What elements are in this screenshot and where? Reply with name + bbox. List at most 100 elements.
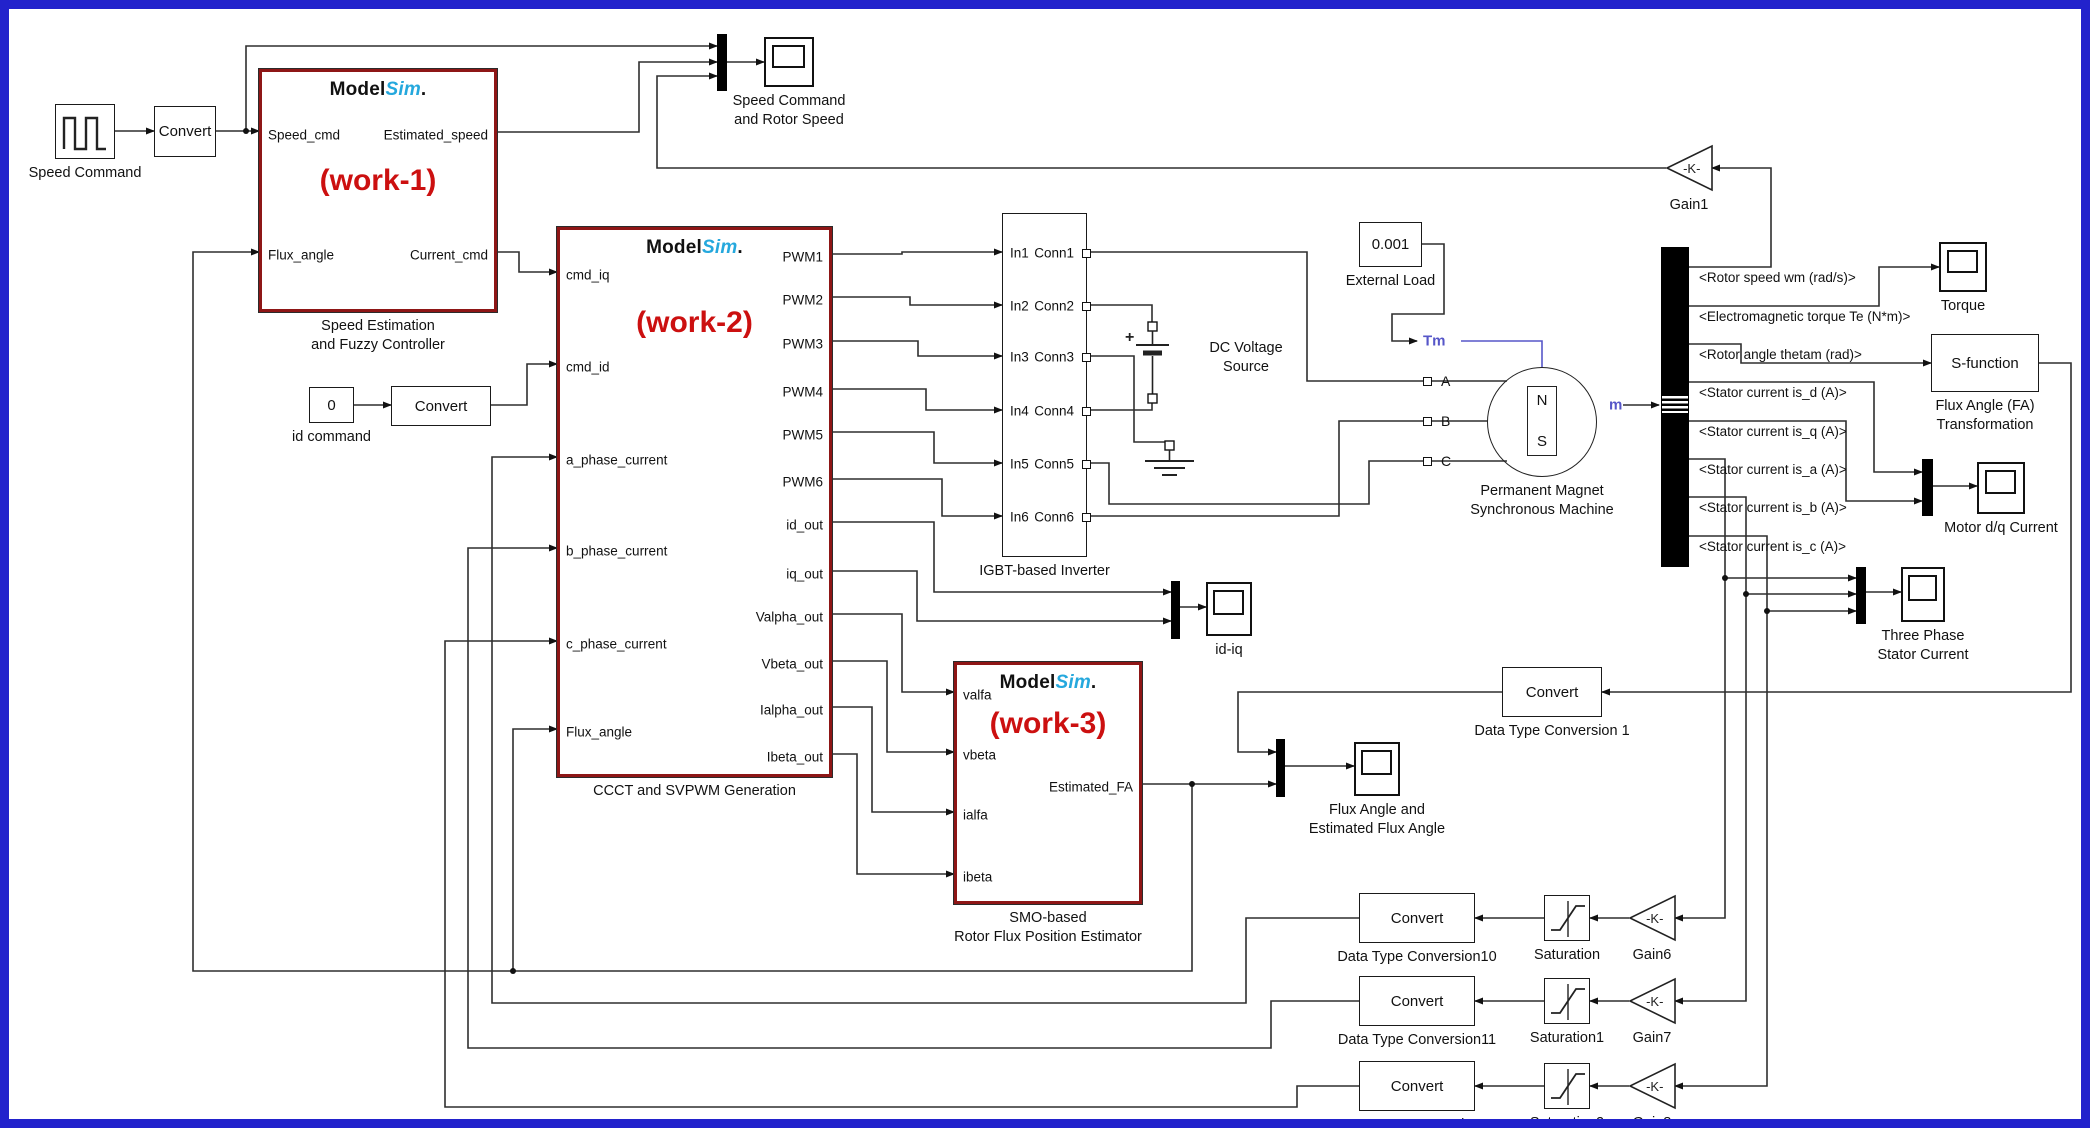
junction-dot-4 [1743,591,1749,597]
logo-sim: Sim [385,79,421,100]
threephase-scope-caption-line: Three Phase [1881,628,1965,644]
logo-dot: . [1090,672,1097,693]
gain7[interactable]: -K- [1628,977,1676,1025]
wire-31 [1689,381,1923,476]
flux-angle-sfunction-caption-line: Transformation [1936,417,2034,433]
work2-ccct-svpwm-port-Flux_angle: Flux_angle [566,724,633,740]
logo-model: Model [329,79,386,100]
idiq-mux[interactable] [1171,581,1180,639]
saturation2[interactable] [1544,1063,1590,1109]
dq-scope[interactable] [1977,462,2025,514]
speed-scope-mux[interactable] [717,34,727,91]
torque-scope[interactable] [1939,242,1987,292]
work2-ccct-svpwm-port-c_phase_current: c_phase_current [566,636,667,652]
speed-scope[interactable] [764,37,814,87]
tm-signal-label: Tm [1423,332,1446,350]
id-command-constant[interactable]: 0 [309,387,354,423]
data-type-conversion-11[interactable]: Convert [1359,976,1475,1026]
logo-dot: . [420,79,427,100]
igbt-inverter-port-In6: In6 [1010,509,1029,525]
bus-connector-icon [1662,396,1688,413]
wire-12 [832,388,1003,414]
gain6[interactable]: -K- [1628,894,1676,942]
external-load-label: 0.001 [1371,236,1410,253]
saturation[interactable] [1544,895,1590,941]
wire-43 [491,453,1359,1004]
data-type-conversion-11-caption: Data Type Conversion11 [1338,1031,1496,1050]
wire-55 [1087,420,1423,517]
wire-50 [1087,251,1423,382]
data-type-conversion-12[interactable]: Convert [1359,1061,1475,1111]
idiq-scope-caption: id-iq [1215,641,1242,660]
svg-text:+: + [1125,329,1134,346]
idiq-scope-caption-line: id-iq [1215,642,1243,658]
idiq-scope[interactable] [1206,582,1252,636]
wire-27 [1601,362,2072,696]
logo-model: Model [999,672,1056,693]
dc-voltage-source[interactable]: + [1124,314,1214,409]
work3-smo-estimator-port-ibeta: ibeta [963,869,993,885]
data-type-conversion-12-caption-line: Data Type Conversion12 [1337,1117,1497,1128]
speed-command-source[interactable] [55,104,115,159]
wire-57 [1461,340,1543,367]
data-type-conversion-11-label: Convert [1390,992,1444,1010]
pmsm-terminal-c-port-icon[interactable] [1423,457,1432,466]
junction-dot-0 [243,128,249,134]
work2-ccct-svpwm-port-b_phase_current: b_phase_current [566,543,668,559]
work2-ccct-svpwm-caption-line: CCCT and SVPWM Generation [593,783,796,799]
wire-25 [1237,691,1502,756]
work2-ccct-svpwm-port-Vbeta_out: Vbeta_out [761,656,823,672]
junction-dot-3 [1722,575,1728,581]
wire-16 [832,570,1172,625]
igbt-inverter-port-Conn1: Conn1 [1034,245,1074,261]
work1-speed-estimation-caption-line: and Fuzzy Controller [311,337,445,353]
threephase-mux[interactable] [1856,567,1866,624]
saturation2-caption: Saturation2 [1530,1114,1604,1119]
flux-angle-sfunction[interactable]: S-function [1931,334,2039,392]
logo-model: Model [646,237,702,258]
igbt-inverter-port-Conn4: Conn4 [1034,403,1074,419]
threephase-scope[interactable] [1901,567,1945,622]
junction-dot-1 [1189,781,1195,787]
modelsim-logo-icon: ModelSim. [262,79,494,101]
gain7-triangle-icon: -K- [1628,977,1676,1025]
gain8[interactable]: -K- [1628,1062,1676,1110]
svg-text:-K-: -K- [1683,161,1700,176]
external-load[interactable]: 0.001 [1359,222,1422,267]
work3-smo-estimator-caption-line: SMO-based [1009,910,1087,926]
work2-ccct-svpwm-port-a_phase_current: a_phase_current [566,452,668,468]
data-type-conversion-10-caption-line: Data Type Conversion10 [1337,949,1497,965]
fa-scope[interactable] [1354,742,1400,796]
fa-scope-caption-line: Estimated Flux Angle [1308,821,1446,837]
igbt-inverter-caption: IGBT-based Inverter [979,562,1110,581]
wire-20 [832,706,955,816]
data-type-conversion-1-caption: Data Type Conversion 1 [1474,722,1629,741]
fa-mux[interactable] [1276,739,1285,797]
data-type-conversion-1[interactable]: Convert [1502,667,1602,717]
pmsm-terminal-a-port-icon[interactable] [1423,377,1432,386]
saturation1[interactable] [1544,978,1590,1024]
work2-ccct-svpwm-port-id_out: id_out [786,517,823,533]
pmsm-terminal-b-port-icon[interactable] [1423,417,1432,426]
speed-command-convert[interactable]: Convert [154,106,216,157]
gain1[interactable]: -K- [1665,144,1713,192]
data-type-conversion-10-label: Convert [1390,909,1444,927]
wire-2 [245,42,718,131]
pmsm-terminal-b-label: B [1441,413,1451,429]
data-type-conversion-10[interactable]: Convert [1359,893,1475,943]
bus-selector[interactable] [1661,247,1689,567]
dq-mux[interactable] [1922,459,1933,516]
work2-ccct-svpwm-port-Ialpha_out: Ialpha_out [759,702,823,718]
wire-8 [491,360,558,406]
wire-15 [832,521,1172,596]
wire-14 [832,478,1003,520]
id-command-convert[interactable]: Convert [391,386,491,426]
